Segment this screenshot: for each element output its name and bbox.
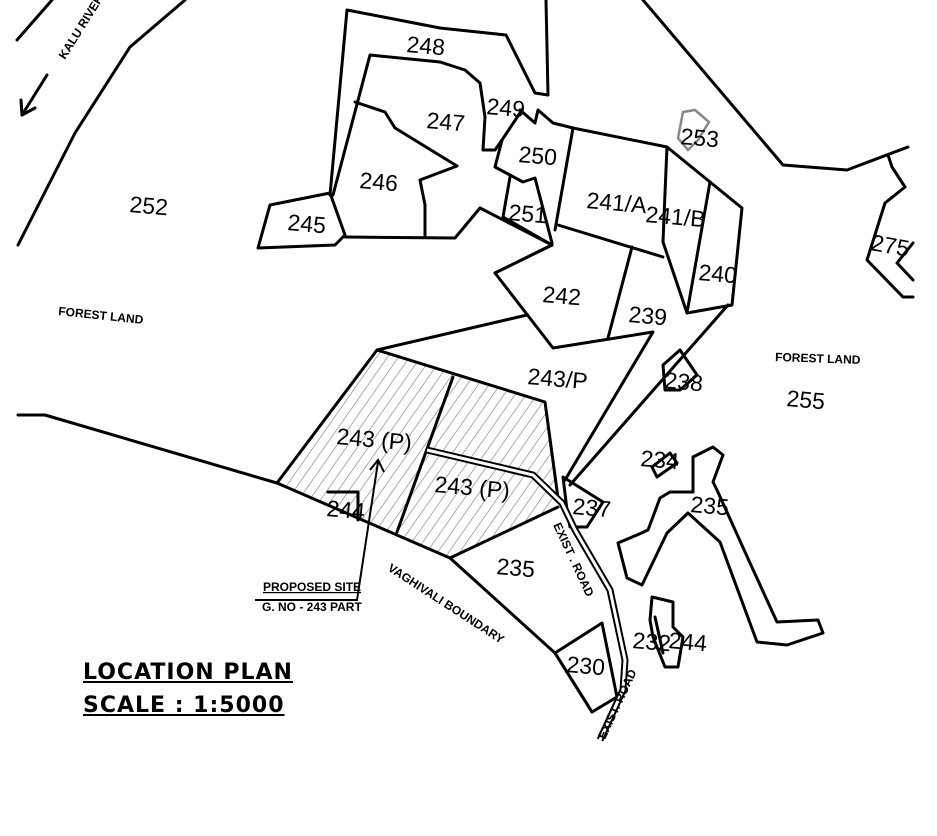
- plot-250-boundary: [493, 138, 554, 245]
- plot-241a-divider: [553, 126, 575, 232]
- plot-246-bottom: [343, 206, 482, 240]
- plot-275-inner: [895, 241, 915, 282]
- plot-242-left: [493, 243, 554, 275]
- river-label: KALU RIVER: [56, 0, 107, 62]
- plot-label: 242: [542, 281, 582, 310]
- plot-label: 248: [406, 31, 446, 60]
- plot-275-boundary: [865, 153, 915, 299]
- forest-boundary-line: [641, 0, 910, 172]
- plot-label: 238: [664, 367, 704, 396]
- plot-240-divider: [685, 180, 712, 315]
- plot-label: 244: [668, 627, 709, 656]
- plot-243p-top: [375, 313, 529, 352]
- plot-label: 230: [566, 651, 606, 680]
- map-title: LOCATION PLAN: [83, 660, 293, 685]
- plot-241-bottom: [556, 223, 665, 259]
- plot-label: 245: [287, 209, 327, 238]
- plot-label: 275: [869, 229, 911, 261]
- plot-label: 255: [786, 385, 826, 414]
- vaghivali-boundary-label: VAGHIVALI BOUNDARY: [385, 561, 507, 647]
- plot-234-boundary: [650, 451, 679, 479]
- plot-246-boundary: [353, 100, 459, 239]
- plot-232-divider: [653, 615, 665, 655]
- proposed-site-gno: G. NO - 243 PART: [262, 600, 362, 614]
- proposed-site-hatch: [277, 350, 558, 558]
- plot-label: 249: [486, 93, 526, 122]
- plot-232-boundary: [648, 595, 685, 669]
- plot-248-boundary: [328, 0, 550, 197]
- plot-245-boundary: [256, 191, 347, 250]
- river-flow-arrow-icon: [19, 73, 49, 117]
- plot-239-divider: [606, 245, 634, 340]
- river-bank-line: [16, 0, 187, 247]
- plot-label: 247: [426, 107, 466, 136]
- plot-label: 235: [690, 491, 730, 520]
- proposed-site-label: PROPOSED SITE: [263, 580, 361, 594]
- plot-label: 240: [698, 259, 738, 288]
- plot-label: 243/P: [527, 363, 589, 394]
- proposed-site-bottom: [448, 505, 560, 560]
- plot-label: 241/B: [645, 201, 707, 232]
- plot-label: 251: [508, 199, 548, 228]
- plot-label: 239: [628, 301, 668, 330]
- plot-247-boundary: [331, 53, 522, 197]
- plot-label: 250: [518, 141, 558, 170]
- plot-244-box: [326, 490, 360, 522]
- plot-242-boundary: [478, 206, 655, 482]
- map-scale: SCALE : 1:5000: [83, 693, 285, 718]
- plot-label: 241/A: [586, 187, 649, 218]
- plot-numbers: 248 247 249 246 250 253 252 245 251 241/…: [129, 31, 912, 680]
- plot-label: 234: [640, 445, 681, 474]
- proposed-site-pointer-arrow: [255, 458, 385, 601]
- plot-label: 237: [572, 493, 612, 522]
- plot-label: 253: [680, 123, 720, 152]
- plot-label: 252: [129, 191, 169, 220]
- plot-235-east-boundary: [616, 445, 825, 647]
- plot-label: 235: [496, 553, 536, 582]
- forest-land-label: FOREST LAND: [58, 304, 145, 327]
- plot-label: 246: [359, 167, 399, 196]
- plot-label: 232: [632, 627, 672, 656]
- plot-238-line: [568, 303, 730, 487]
- river-bank-line: [15, 0, 54, 42]
- plot-253-boundary: [676, 108, 711, 152]
- forest-land-label: FOREST LAND: [775, 350, 861, 367]
- plot-label: 244: [326, 495, 367, 524]
- existing-road: [426, 446, 629, 742]
- proposed-site-divider: [395, 375, 455, 534]
- proposed-site-boundary: [275, 348, 560, 500]
- plot-238-boundary: [661, 348, 699, 392]
